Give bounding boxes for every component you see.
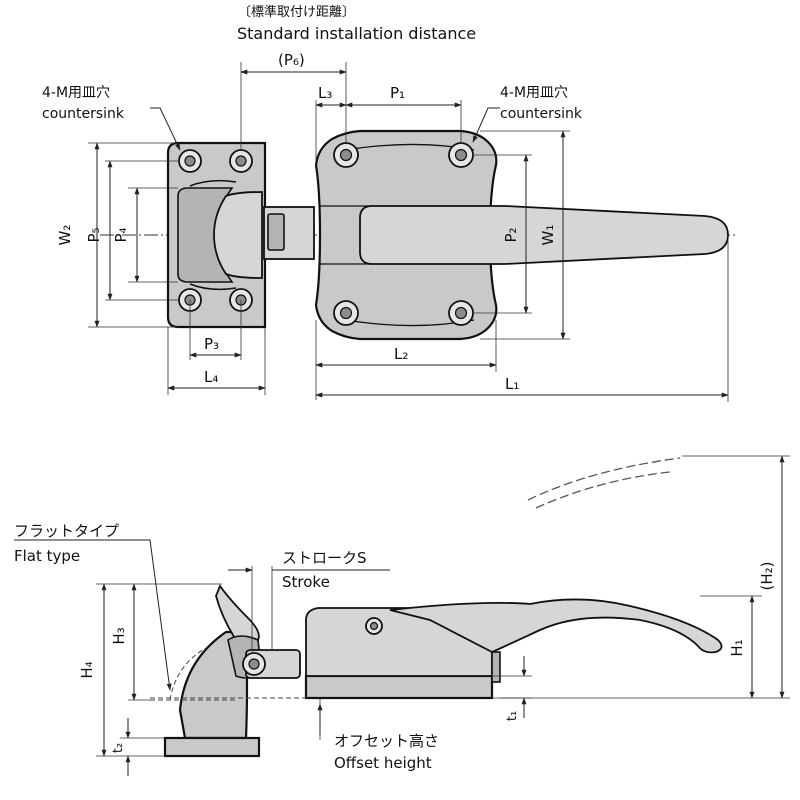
catch-side <box>150 584 263 758</box>
w2-label: W₂ <box>56 225 74 246</box>
p4-label: P₄ <box>112 227 130 242</box>
p1-label: P₁ <box>390 84 405 102</box>
flat-type-outline <box>169 647 207 701</box>
h4-label: H₄ <box>78 661 96 678</box>
l3-label: L₃ <box>318 84 332 102</box>
flat-type-leader <box>14 539 172 691</box>
latch-hole-bottom-left <box>333 300 359 326</box>
stroke-label-jp: ストロークS <box>282 549 367 567</box>
l1-label: L₁ <box>505 375 519 393</box>
cs-left-leader <box>150 107 181 151</box>
h3-label: H₃ <box>110 627 128 644</box>
p3-label: P₃ <box>204 335 219 353</box>
t2-label: t₂ <box>111 743 126 753</box>
latch-hole-bottom-right <box>448 300 474 326</box>
top-view: 〔標準取付け距離〕 Standard installation distance… <box>42 4 738 402</box>
countersink-left-label-en: countersink <box>42 106 125 122</box>
t1-label: t₁ <box>505 711 520 721</box>
latch-hole-top-left <box>333 142 359 168</box>
std-install-label-jp: 〔標準取付け距離〕 <box>238 4 355 20</box>
p5-label: P₅ <box>85 227 103 242</box>
countersink-right-label-en: countersink <box>500 106 583 122</box>
side-view: フラットタイプ Flat type ストロークS Stroke H₄ H₃ t₂… <box>14 455 790 776</box>
lever-handle-side <box>389 598 723 654</box>
l4-label: L₄ <box>204 368 218 386</box>
countersink-left-label-jp: 4-M用皿穴 <box>42 85 110 101</box>
l2-label: L₂ <box>394 345 408 363</box>
flat-type-label-en: Flat type <box>14 547 80 565</box>
catch-hole-top-right <box>229 149 253 173</box>
w1-label: W₁ <box>539 225 557 246</box>
countersink-right-label-jp: 4-M用皿穴 <box>500 85 568 101</box>
link-pin-side <box>242 649 301 679</box>
lever-open-arc-1 <box>527 457 681 501</box>
latch-hole-top-right <box>448 142 474 168</box>
p2-label: P₂ <box>502 227 520 242</box>
catch-plate-top <box>166 141 267 329</box>
h1-label: H₁ <box>728 639 746 656</box>
flat-type-label-jp: フラットタイプ <box>14 522 119 540</box>
stroke-label-en: Stroke <box>282 573 330 591</box>
lever-open-arc-2 <box>535 471 671 509</box>
h2-label: (H₂) <box>758 562 776 591</box>
p6-label: (P₆) <box>278 51 305 69</box>
offset-label-jp: オフセット高さ <box>334 732 439 750</box>
lever-handle-top <box>320 205 729 265</box>
cs-right-leader <box>472 107 500 143</box>
offset-label-en: Offset height <box>334 754 432 772</box>
catch-hole-top-left <box>178 149 202 173</box>
hook-link-top <box>263 206 315 260</box>
std-install-label-en: Standard installation distance <box>237 24 476 43</box>
